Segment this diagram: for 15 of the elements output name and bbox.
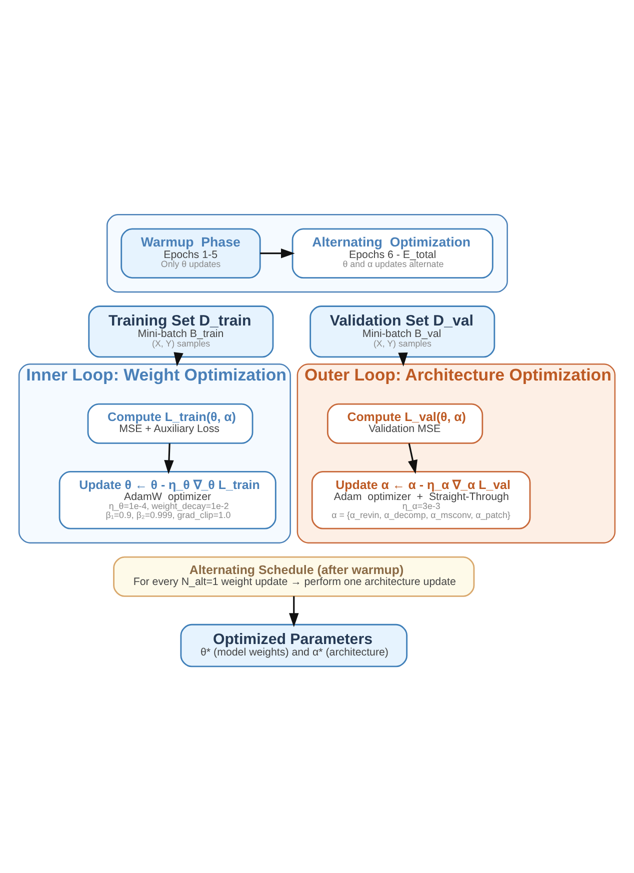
arrow — [164, 442, 174, 474]
node-box: Alternating Schedule (after warmup) For every N_alt=1 weight update → perform one architecture update — [113, 556, 475, 596]
arrow — [289, 596, 299, 627]
node-box: Compute L_val(θ, α) Validation MSE — [326, 402, 484, 444]
arrow — [174, 352, 184, 366]
node-box: Update θ ← θ - η_θ ∇_θ L_train AdamW optimizer η_θ=1e-4, weight_decay=1e-2 β₁=0.9, β₂=0.999, grad_clip=1.0 — [58, 470, 276, 529]
arrow — [260, 248, 295, 258]
node-box: Compute L_train(θ, α) MSE + Auxiliary Loss — [87, 402, 254, 444]
cluster — [106, 214, 508, 292]
node-box: Update α ← α - η_α ∇_α L_val Adam optimizer + Straight-Through η_α=3e-3 α = {α_revin, α_decomp, α_msconv, α_patch} — [311, 470, 531, 529]
arrow — [398, 352, 408, 366]
node-box: Optimized Parameters θ* (model weights) and α* (architecture) — [180, 623, 408, 667]
arrow — [408, 442, 418, 474]
node-box: Warmup Phase Epochs 1-5 Only θ updates — [120, 228, 261, 278]
node-box: Alternating Optimization Epochs 6 - E_total θ and α updates alternate — [292, 228, 494, 278]
